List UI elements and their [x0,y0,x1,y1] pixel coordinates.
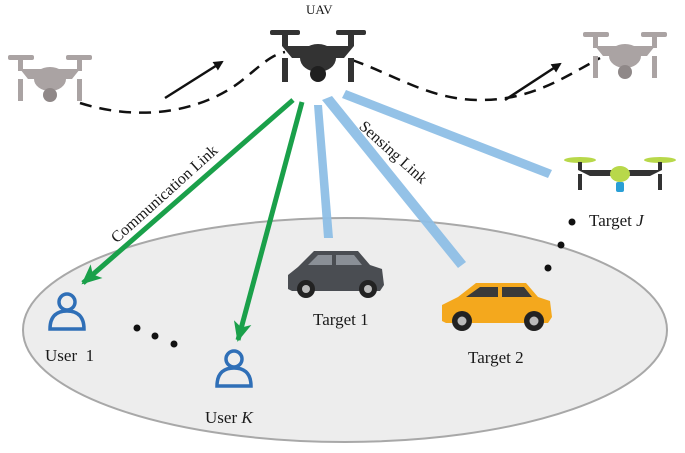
ellipsis-dot [557,241,565,249]
car-icon [442,283,552,331]
trajectory-arrow-right [504,62,562,102]
user-k-label: User K [205,408,253,428]
ghost-uav-icon [583,32,667,79]
car-icon [288,251,384,298]
target-2-label: Target 2 [468,348,524,367]
sensing-beam-target-1 [314,105,333,238]
uav-icon [270,30,366,82]
communication-arrow-user-1 [81,98,295,285]
communication-arrow-user-k [233,101,305,342]
user-k-prefix: User [205,408,242,427]
ellipsis-dot [568,218,576,226]
ellipsis-dot [170,340,178,348]
drone-target-icon [564,157,676,192]
trajectory-right [351,56,601,102]
target-j-label: Target J [589,211,644,231]
user-icon [215,349,253,388]
uav-label: UAV [306,2,333,17]
trajectory-arrow-left [164,60,224,100]
sensing-beam-target-j [342,90,552,178]
sensing-beams [314,90,552,268]
target-j-variable: J [636,211,644,230]
ghost-uav-icon [8,55,92,102]
ellipsis-dot [133,324,141,332]
user-icon [48,292,86,331]
ground-area [22,217,668,443]
user-k-variable: K [241,408,253,427]
target-1-label: Target 1 [313,310,369,329]
target-j-prefix: Target [589,211,637,230]
trajectory-left [79,50,286,114]
user-1-label: User 1 [45,346,95,365]
ellipsis-dot [544,264,552,272]
sensing-beam-target-2 [322,96,466,268]
ellipsis-dot [151,332,159,340]
